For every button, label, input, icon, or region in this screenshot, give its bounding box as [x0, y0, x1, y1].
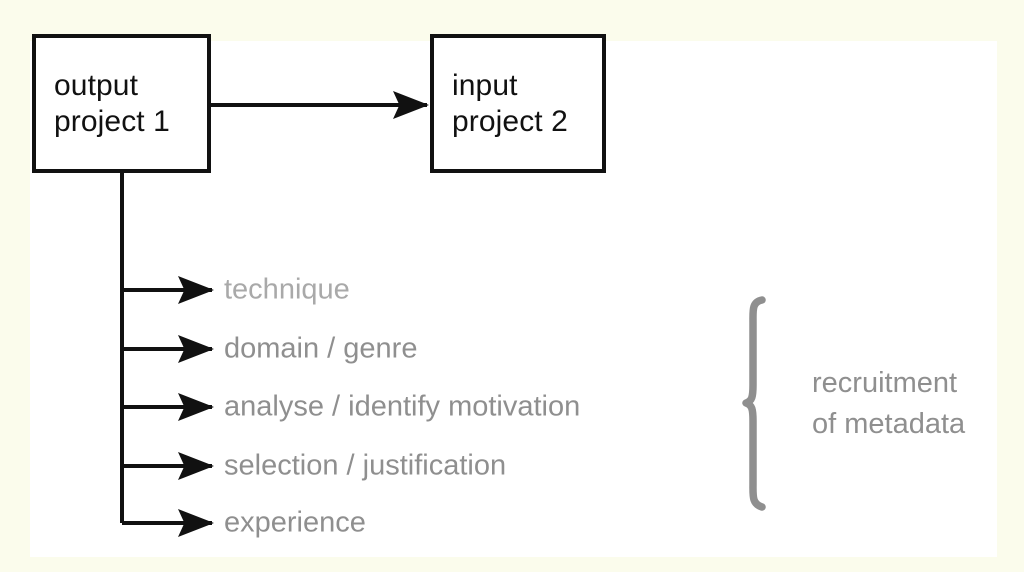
group-label-line-2: of metadata [812, 408, 966, 441]
node-input-line-2: project 2 [452, 104, 568, 138]
node-output-line-2: project 1 [54, 104, 170, 138]
group-label-line-1: recruitment [812, 367, 958, 399]
group-label-recruitment-of-metadata: recruitment of metadata [812, 363, 965, 445]
node-output-project-1[interactable]: output project 1 [32, 34, 211, 173]
node-output-line-1: output [54, 69, 139, 103]
node-input-line-1: input [452, 69, 518, 103]
branch-label-selection-justification: selection / justification [224, 449, 507, 482]
branch-label-analyse-identify-motivation: analyse / identify motivation [224, 390, 581, 423]
branch-label-experience: experience [224, 506, 366, 539]
node-input-project-2[interactable]: input project 2 [430, 34, 606, 173]
branch-label-technique: technique [224, 273, 350, 306]
branch-label-domain-genre: domain / genre [224, 332, 418, 365]
